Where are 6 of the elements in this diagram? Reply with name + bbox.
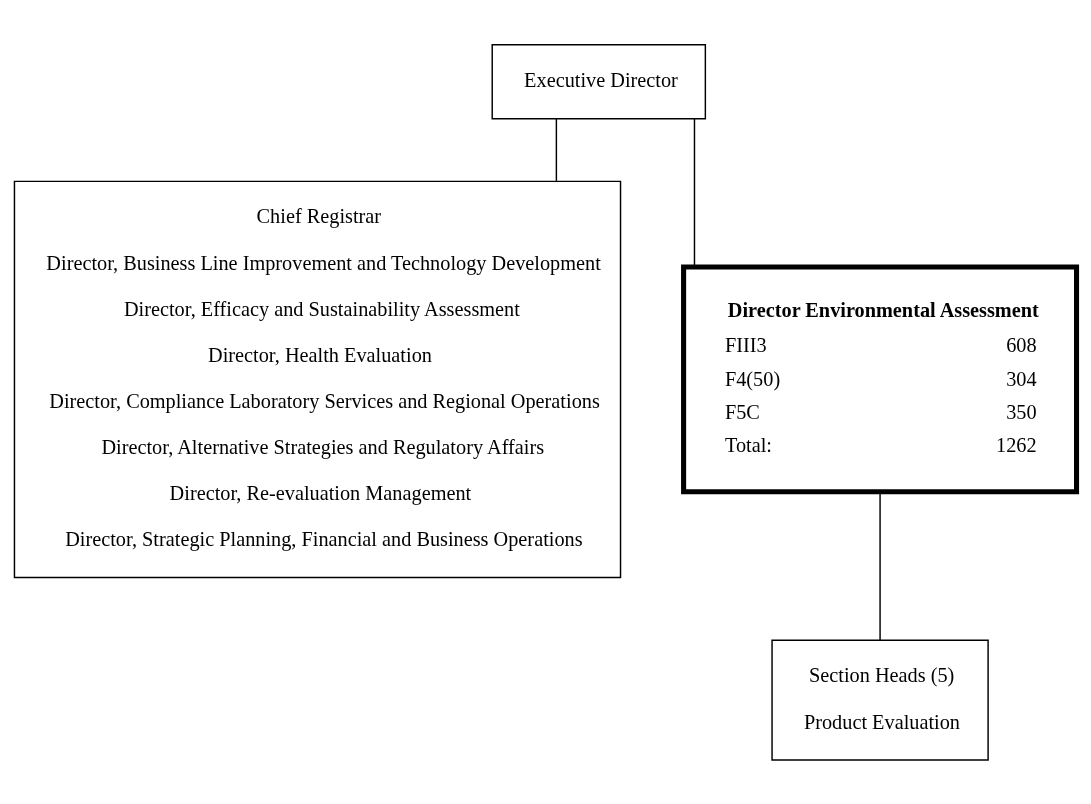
node-box: Executive Director <box>491 43 707 119</box>
connector <box>555 117 558 182</box>
node-box: Section Heads (5) Product Evaluation <box>771 639 989 761</box>
connector <box>693 117 696 267</box>
node-box: Director Environmental Assessment FIII3 608 F4(50) 304 F5C 350 Total: 1262 <box>681 264 1080 494</box>
node-box: Chief Registrar Director, Business Line Improvement and Technology Development Director, Efficacy and Sustainability Assessment Director, Health Evaluation Director, Compliance Laboratory Services and Regional Operations Director, Alternative Strategies and Regulatory Affairs Director, Re-evaluation Management Director, Strategic Planning, Financial and Business Operations <box>13 180 622 578</box>
